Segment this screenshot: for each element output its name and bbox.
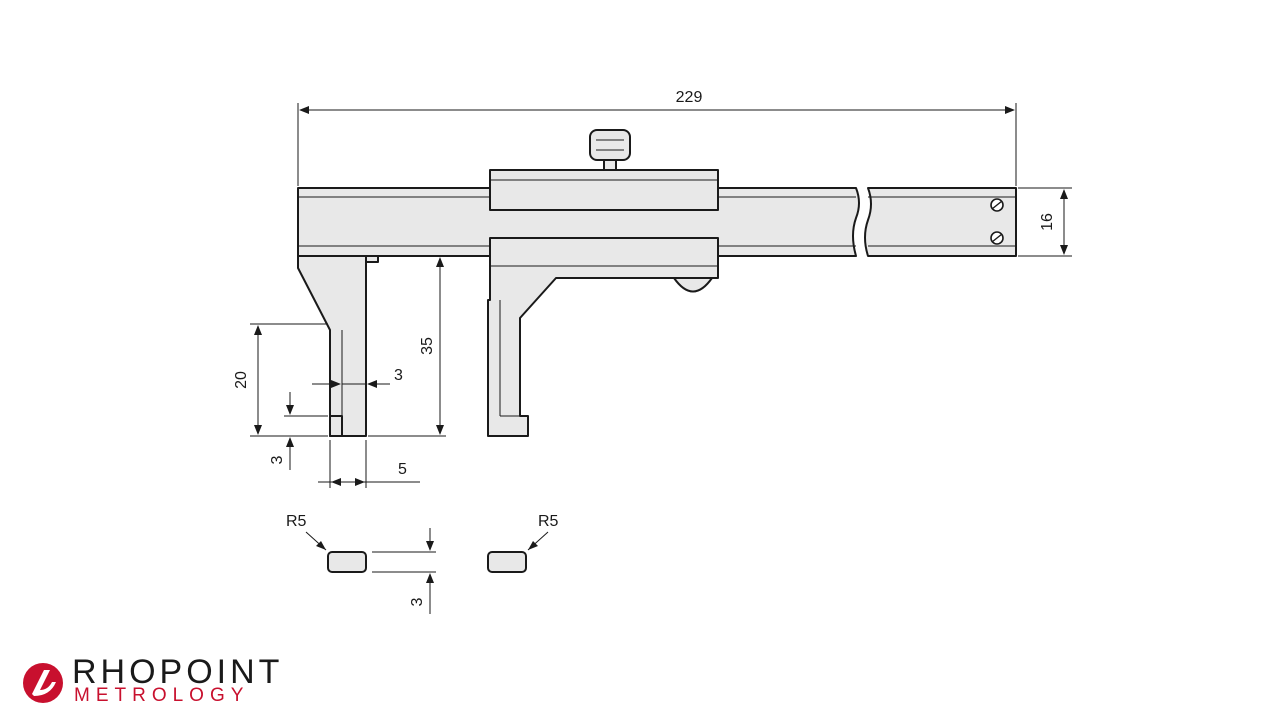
radius-right-label: R5 (538, 513, 559, 530)
dim-20-label: 20 (233, 371, 250, 389)
dimension-overall-length: 229 (297, 89, 1017, 186)
section-left: R5 (286, 513, 367, 573)
screw-bottom (990, 231, 1004, 245)
dim-35-label: 35 (419, 337, 436, 355)
dimension-tip-height: 3 (269, 392, 328, 470)
dimension-jaw-tip-length: 20 (233, 323, 328, 437)
fixed-jaw (297, 255, 379, 437)
radius-left-label: R5 (286, 513, 307, 530)
moving-jaw (487, 237, 719, 437)
dimension-jaw-thickness: 3 (312, 367, 403, 388)
section-right: R5 (487, 513, 559, 573)
dim-16-label: 16 (1039, 213, 1056, 231)
dim-229-label: 229 (676, 89, 703, 106)
screw-top (990, 198, 1004, 212)
dimension-section-thickness: 3 (372, 528, 436, 614)
slider-top (489, 129, 719, 211)
dim-3-tip-label: 3 (269, 455, 286, 464)
dimension-tip-width: 5 (318, 440, 420, 488)
dim-5-label: 5 (398, 461, 407, 478)
rhopoint-logo-icon (23, 663, 63, 703)
dim-3-jaw-label: 3 (394, 367, 403, 384)
dimension-jaw-depth: 35 (368, 255, 446, 437)
logo-name: RHOPOINT (72, 653, 284, 691)
logo-subtitle: METROLOGY (74, 685, 250, 706)
dimension-beam-height: 16 (1018, 187, 1072, 257)
dim-3-section-label: 3 (409, 597, 426, 606)
